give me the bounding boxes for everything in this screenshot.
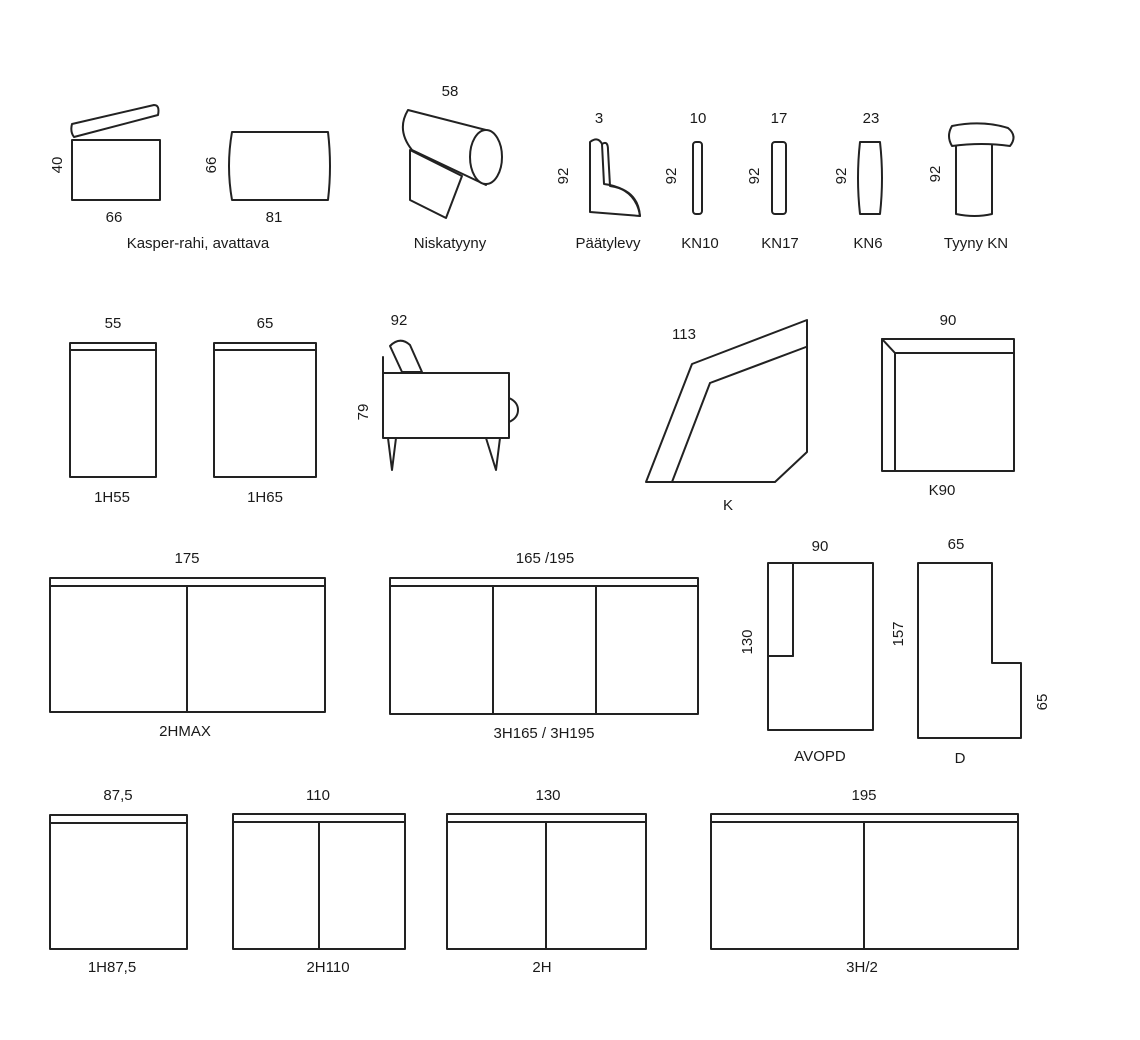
module-3h2-shape (710, 813, 1019, 950)
rahi-closed-shape (70, 104, 161, 201)
kn6-height-label: 92 (833, 168, 850, 185)
module-2hmax-width-label: 175 (174, 550, 199, 567)
module-1h87-width-label: 87,5 (103, 787, 132, 804)
module-2h-caption: 2H (532, 959, 551, 976)
module-3h-width-label: 165 /195 (516, 550, 574, 567)
kn17-thickness-label: 17 (771, 110, 788, 127)
module-d-depth2-label: 65 (1034, 694, 1051, 711)
rahi-open-shape (228, 131, 331, 201)
kn10-thickness-label: 10 (690, 110, 707, 127)
kn17-height-label: 92 (746, 168, 763, 185)
rahi-height-label: 40 (49, 157, 66, 174)
module-1h87-caption: 1H87,5 (88, 959, 136, 976)
module-2h110-shape (232, 813, 406, 950)
module-3h-caption: 3H165 / 3H195 (494, 725, 595, 742)
module-avopd-shape (767, 562, 874, 731)
module-k90-width-label: 90 (940, 312, 957, 329)
end-panel-caption: Päätylevy (575, 235, 641, 252)
module-k-caption: K (723, 497, 733, 514)
module-k-width-label: 113 (672, 326, 696, 343)
tyyny-kn-height-label: 92 (927, 166, 944, 183)
module-k-shape (645, 319, 808, 483)
module-1h55-width-label: 55 (105, 315, 122, 332)
rahi-open-height-label: 66 (203, 157, 220, 174)
kn6-thickness-label: 23 (863, 110, 880, 127)
end-panel-height-label: 92 (555, 168, 572, 185)
module-2h-shape (446, 813, 647, 950)
neck-pillow-shape (401, 109, 503, 219)
module-3h2-caption: 3H/2 (846, 959, 878, 976)
module-3h2-width-label: 195 (851, 787, 876, 804)
rahi-width-label: 66 (106, 209, 123, 226)
kn10-height-label: 92 (663, 168, 680, 185)
module-1h55-shape (69, 342, 157, 478)
module-k90-caption: K90 (929, 482, 956, 499)
module-d-width-label: 65 (948, 536, 965, 553)
module-2h110-width-label: 110 (306, 787, 330, 804)
module-2h-width-label: 130 (535, 787, 560, 804)
module-2h110-caption: 2H110 (306, 959, 349, 976)
module-1h65-caption: 1H65 (247, 489, 283, 506)
module-d-depth-label: 157 (890, 621, 907, 646)
module-1h55-caption: 1H55 (94, 489, 130, 506)
module-1h65-width-label: 65 (257, 315, 274, 332)
side-view-width-label: 92 (391, 312, 408, 329)
rahi-caption: Kasper-rahi, avattava (127, 235, 270, 252)
module-d-caption: D (955, 750, 966, 767)
kn6-caption: KN6 (853, 235, 882, 252)
kn10-caption: KN10 (681, 235, 719, 252)
kn17-caption: KN17 (761, 235, 799, 252)
kn6-shape (857, 141, 883, 215)
module-1h65-shape (213, 342, 317, 478)
module-2hmax-caption: 2HMAX (159, 723, 211, 740)
module-avopd-depth-label: 130 (739, 629, 756, 654)
side-view-height-label: 79 (355, 404, 372, 421)
end-panel-thickness-label: 3 (595, 110, 603, 127)
neck-pillow-caption: Niskatyyny (414, 235, 487, 252)
module-2hmax-shape (49, 577, 326, 713)
kn17-shape (771, 141, 787, 215)
module-avopd-width-label: 90 (812, 538, 829, 555)
tyyny-kn-caption: Tyyny KN (944, 235, 1008, 252)
end-panel-shape (589, 138, 641, 217)
neck-pillow-width-label: 58 (442, 83, 459, 100)
module-k90-shape (881, 338, 1015, 472)
module-1h87-shape (49, 814, 188, 950)
side-view-shape (382, 339, 519, 471)
module-avopd-caption: AVOPD (794, 748, 846, 765)
module-d-shape (917, 562, 1022, 739)
kn10-shape (692, 141, 703, 215)
tyyny-kn-shape (948, 122, 1015, 217)
rahi-open-width-label: 81 (266, 209, 283, 226)
module-3h-shape (389, 577, 699, 715)
